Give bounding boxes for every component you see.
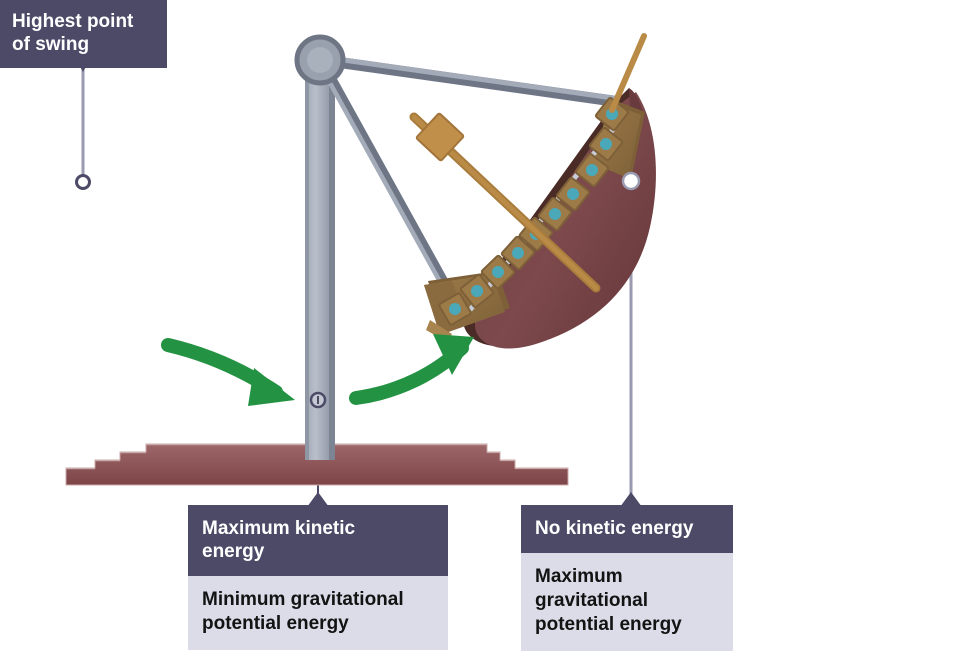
boarding-platform bbox=[65, 443, 569, 486]
callout-highest-point-line1: Highest point bbox=[12, 11, 134, 32]
upper-support-arm bbox=[316, 54, 633, 109]
callout-no-kinetic-body-line1: Maximum bbox=[535, 566, 623, 587]
callout-no-kinetic-head: No kinetic energy bbox=[521, 505, 733, 553]
callout-max-kinetic-head: Maximum kinetic energy bbox=[188, 505, 448, 576]
ship-passenger-seats bbox=[438, 96, 630, 326]
pivot-hub bbox=[294, 34, 346, 86]
callout-maximum-kinetic-energy: Maximum kinetic energy Minimum gravitati… bbox=[188, 505, 448, 650]
swing-arrow-right bbox=[349, 334, 474, 405]
callout-no-kinetic-energy: No kinetic energy Maximum gravitational … bbox=[521, 505, 733, 651]
lowest-point-marker bbox=[309, 391, 327, 409]
pirate-ship-gondola bbox=[409, 33, 656, 349]
callout-highest-point-of-swing: Highest point of swing bbox=[0, 0, 167, 68]
swing-arrow-left bbox=[161, 338, 295, 406]
ship-mast bbox=[409, 112, 601, 293]
callout-no-kinetic-body-line3: potential energy bbox=[535, 614, 682, 635]
callout-max-kinetic-head-line1: Maximum kinetic bbox=[202, 518, 356, 539]
callout-no-kinetic-body: Maximum gravitational potential energy bbox=[521, 553, 733, 651]
leader-highest-point bbox=[75, 58, 91, 190]
current-position-marker bbox=[621, 171, 641, 191]
lower-support-arm bbox=[316, 57, 457, 302]
callout-max-kinetic-body-line1: Minimum gravitational bbox=[202, 589, 404, 610]
callout-max-kinetic-body: Minimum gravitational potential energy bbox=[188, 576, 448, 650]
callout-highest-point-line2: of swing bbox=[12, 34, 90, 55]
callout-max-kinetic-head-line2: energy bbox=[202, 541, 265, 562]
callout-no-kinetic-body-line2: gravitational bbox=[535, 590, 648, 611]
callout-highest-point-head: Highest point of swing bbox=[0, 0, 167, 68]
callout-max-kinetic-body-line2: potential energy bbox=[202, 613, 349, 634]
ship-bowsprit bbox=[609, 33, 647, 113]
